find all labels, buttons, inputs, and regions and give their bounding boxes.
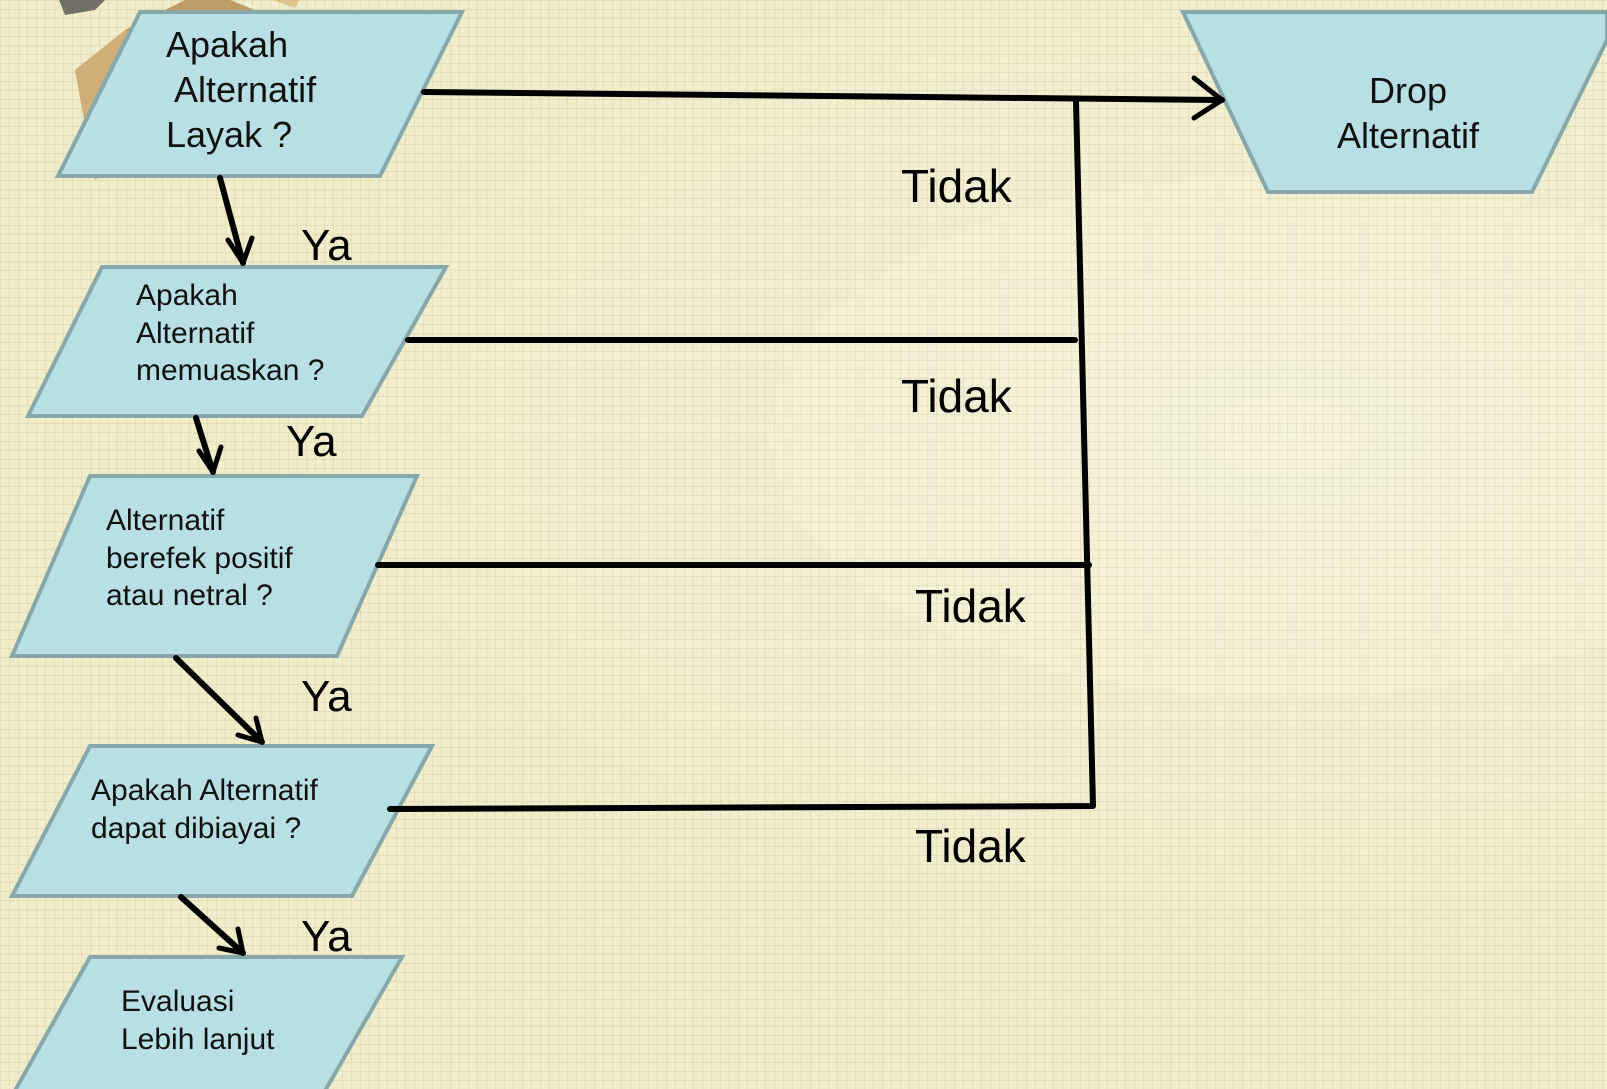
node-drop: Drop Alternatif — [1333, 68, 1483, 158]
node-shape-evaluasi — [13, 955, 406, 1089]
label-tidak-2: Tidak — [901, 370, 1012, 422]
connector-berefek-to-dibiayai — [173, 655, 265, 745]
node-dibiayai-line-2: dapat dibiayai ? — [91, 811, 302, 845]
node-dibiayai: Apakah Alternatif dapat dibiayai ? — [91, 772, 318, 847]
label-tidak-3: Tidak — [915, 580, 1026, 632]
node-evaluasi-line-1: Evaluasi — [121, 985, 235, 1018]
arrowhead-dibiayai — [235, 715, 265, 745]
node-drop-line-1: Drop — [1368, 70, 1448, 111]
node-memuaskan: Apakah Alternatif memuaskan ? — [136, 277, 324, 390]
node-memuaskan-line-3: memuaskan ? — [136, 354, 325, 387]
node-shape-dibiayai — [8, 744, 436, 898]
node-drop-line-2: Alternatif — [1336, 115, 1480, 156]
node-layak-line-1: Apakah — [166, 24, 289, 65]
node-evaluasi-line-2: Lebih lanjut — [121, 1022, 275, 1056]
node-evaluasi: Evaluasi Lebih lanjut — [121, 983, 274, 1058]
arrowhead-berefek — [196, 444, 224, 475]
label-ya-3: Ya — [301, 672, 352, 721]
node-memuaskan-line-2: Alternatif — [136, 316, 255, 350]
node-layak-line-3: Layak ? — [166, 114, 293, 155]
connector-layak-to-memuaskan — [217, 175, 246, 266]
node-shape-berefek — [8, 474, 421, 658]
node-berefek-line-2: berefek positif — [106, 541, 293, 575]
node-berefek: Alternatif berefek positif atau netral ? — [106, 502, 293, 615]
node-memuaskan-line-1: Apakah — [136, 279, 238, 312]
arrowhead-drop — [1191, 75, 1225, 121]
label-tidak-1: Tidak — [901, 160, 1012, 212]
node-shape-memuaskan — [24, 265, 450, 418]
connector-memuaskan-to-berefek — [193, 415, 216, 475]
label-tidak-4: Tidak — [915, 820, 1026, 872]
node-shape-layak — [54, 10, 466, 178]
node-shape-drop — [1179, 10, 1607, 194]
node-berefek-line-3: atau netral ? — [106, 579, 273, 612]
connector-layak-to-drop — [421, 89, 1225, 103]
arrowhead-evaluasi — [216, 926, 246, 956]
label-ya-4: Ya — [301, 912, 352, 961]
connector-dibiayai-to-bus — [387, 98, 1096, 812]
node-dibiayai-line-1: Apakah Alternatif — [91, 774, 318, 807]
connector-dibiayai-to-evaluasi — [178, 894, 246, 956]
node-layak: Apakah Alternatif Layak ? — [166, 22, 316, 157]
arrowhead-memuaskan — [225, 235, 255, 266]
node-berefek-line-1: Alternatif — [106, 504, 225, 537]
node-layak-line-2: Alternatif — [174, 69, 317, 110]
label-ya-2: Ya — [286, 417, 337, 466]
label-ya-1: Ya — [301, 221, 352, 270]
